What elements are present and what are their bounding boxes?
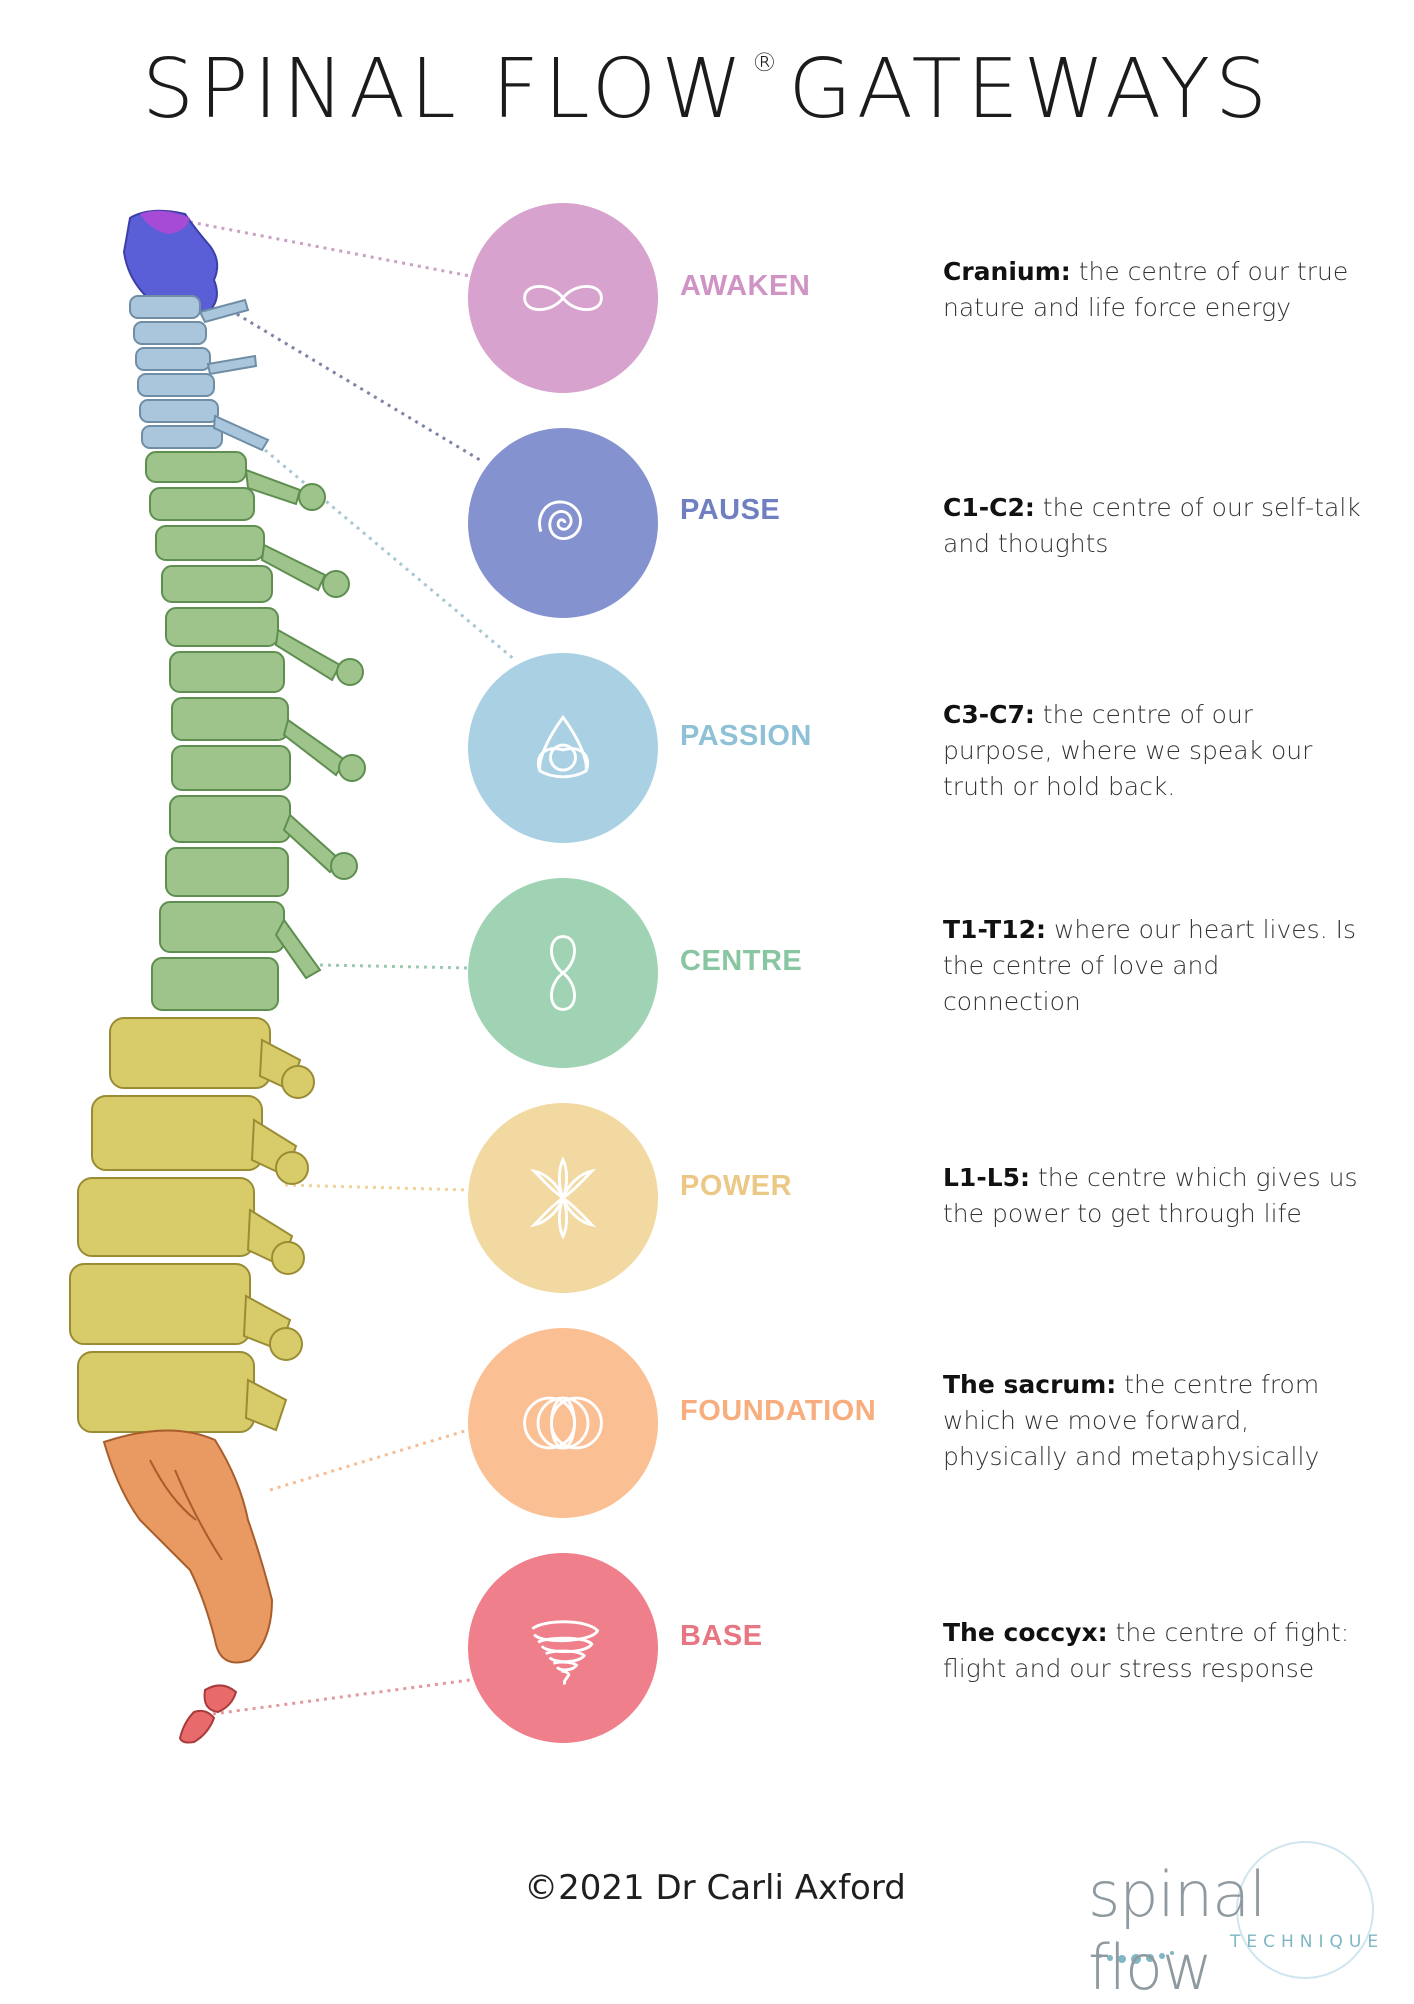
- connector-centre: [319, 963, 471, 970]
- figure-eight-icon: [550, 935, 576, 1011]
- gateway-circle-passion: [468, 653, 658, 843]
- title-part-2: GATEWAYS: [788, 42, 1273, 137]
- description-text: the centre of our self-talk and thoughts: [943, 493, 1361, 558]
- thoracic-segment: [145, 451, 366, 1011]
- lumbar-segment: [69, 1017, 315, 1433]
- gateway-description-pause: C1-C2: the centre of our self-talk and t…: [943, 490, 1363, 562]
- gateway-circle-centre: [468, 878, 658, 1068]
- gateway-label-pause: PAUSE: [680, 494, 781, 526]
- triquetra-icon: [536, 714, 590, 779]
- gateway-label-base: BASE: [680, 1620, 763, 1652]
- region-t1-t12: T1-T12:: [943, 915, 1046, 944]
- region-sacrum: The sacrum:: [943, 1370, 1117, 1399]
- connector-lines: [189, 220, 516, 1717]
- gateway-circle-pause: [468, 428, 658, 618]
- gateway-label-passion: PASSION: [680, 720, 812, 752]
- region-cranium: Cranium:: [943, 257, 1071, 286]
- title-part-1: SPINAL FLOW: [141, 42, 748, 137]
- region-coccyx: The coccyx:: [943, 1618, 1108, 1647]
- cervical-segment: [129, 295, 270, 452]
- connector-pause: [229, 308, 481, 462]
- region-l1-l5: L1-L5:: [943, 1163, 1031, 1192]
- connector-awaken: [189, 220, 471, 278]
- gateway-label-awaken: AWAKEN: [680, 270, 811, 302]
- flower-icon: [529, 1156, 597, 1240]
- gateway-description-awaken: Cranium: the centre of our true nature a…: [943, 254, 1363, 326]
- logo-subtext: TECHNIQUE: [1230, 1932, 1385, 1952]
- gateway-circle-awaken: [468, 203, 658, 393]
- copyright-text: ©2021 Dr Carli Axford: [524, 1868, 906, 1908]
- description-text: the centre which gives us the power to g…: [943, 1163, 1358, 1228]
- logo-circle-outline: [1098, 1841, 1374, 1979]
- connector-power: [284, 1183, 471, 1192]
- vortex-icon: [531, 1620, 600, 1686]
- description-text: where our heart lives. Is the centre of …: [943, 915, 1356, 1016]
- gateway-description-base: The coccyx: the centre of fight: flight …: [943, 1615, 1363, 1687]
- region-c3-c7: C3-C7:: [943, 700, 1035, 729]
- connector-passion: [264, 448, 516, 662]
- gateway-circle-power: [468, 1103, 658, 1293]
- description-text: the centre of our purpose, where we spea…: [943, 700, 1313, 801]
- logo-dots: [1098, 1951, 1174, 1964]
- gateway-circle-base: [468, 1553, 658, 1743]
- coccyx-segment: [178, 1684, 238, 1744]
- description-text: the centre of our true nature and life f…: [943, 257, 1349, 322]
- infinity-icon: [523, 285, 603, 311]
- gateway-label-power: POWER: [680, 1170, 793, 1202]
- gateway-description-centre: T1-T12: where our heart lives. Is the ce…: [943, 912, 1363, 1020]
- spinal-flow-logo: spinal flow TECHNIQUE: [1080, 1840, 1400, 2004]
- logo-text: spinal flow: [1088, 1858, 1266, 2004]
- gateway-description-power: L1-L5: the centre which gives us the pow…: [943, 1160, 1363, 1232]
- gateway-label-centre: CENTRE: [680, 945, 803, 977]
- connector-foundation: [269, 1428, 469, 1492]
- interlocking-rings-icon: [523, 1396, 603, 1450]
- gateway-description-passion: C3-C7: the centre of our purpose, where …: [943, 697, 1363, 805]
- gateway-circle-foundation: [468, 1328, 658, 1518]
- spine-illustration: [69, 209, 516, 1744]
- description-text: the centre of fight: flight and our stre…: [943, 1618, 1350, 1683]
- gateway-description-foundation: The sacrum: the centre from which we mov…: [943, 1367, 1363, 1475]
- spiral-icon: [538, 500, 582, 540]
- page-title: SPINAL FLOW®GATEWAYS: [0, 42, 1414, 137]
- sacrum-segment: [102, 1429, 274, 1664]
- registered-mark: ®: [751, 48, 783, 78]
- gateway-label-foundation: FOUNDATION: [680, 1395, 877, 1427]
- connector-base: [204, 1678, 471, 1717]
- region-c1-c2: C1-C2:: [943, 493, 1035, 522]
- description-text: the centre from which we move forward, p…: [943, 1370, 1320, 1471]
